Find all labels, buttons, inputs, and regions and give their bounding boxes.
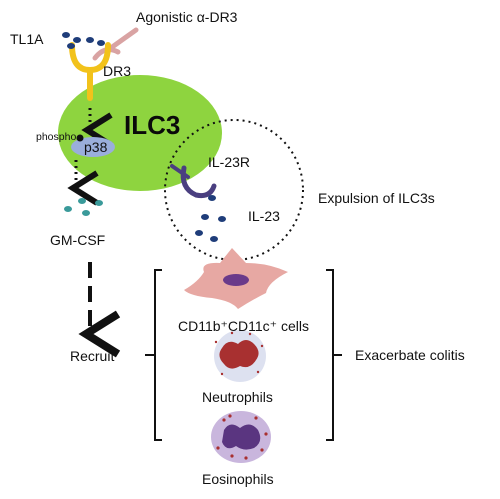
colitis-label: Exacerbate colitis: [355, 347, 465, 363]
left-bracket: [145, 269, 162, 441]
neutrophil-icon: [214, 330, 266, 382]
recruit-label: Recruit: [70, 348, 114, 364]
dr3-receptor-icon: [69, 42, 111, 101]
p38-kinase: [71, 137, 115, 157]
dr3-label: DR3: [103, 63, 131, 79]
eosinophil-icon: [211, 411, 271, 463]
phospho-dot: [76, 134, 84, 142]
eosinophils-label: Eosinophils: [202, 471, 274, 487]
tl1a-label: TL1A: [10, 31, 44, 47]
ilc3-cell: [58, 75, 222, 191]
neutrophils-label: Neutrophils: [202, 389, 273, 405]
tl1a-molecules: [62, 32, 105, 49]
il23r-receptor-icon: [170, 164, 217, 199]
il23-molecules: [195, 195, 226, 242]
p38-label: p38: [84, 139, 108, 155]
il23-label: IL-23: [248, 208, 280, 224]
expulsion-label: Expulsion of ILC3s: [318, 190, 435, 206]
cd11-label: CD11b⁺CD11c⁺ cells: [178, 318, 309, 334]
ilc3-label: ILC3: [124, 110, 180, 140]
right-bracket: [326, 269, 342, 441]
phospho-label: phospho: [36, 131, 76, 143]
il23r-label: IL-23R: [208, 154, 250, 170]
antibody-label: Agonistic α-DR3: [136, 9, 238, 25]
gmcsf-label: GM-CSF: [50, 232, 105, 248]
cd11-cell-icon: [184, 248, 288, 309]
gmcsf-molecules: [64, 198, 103, 216]
